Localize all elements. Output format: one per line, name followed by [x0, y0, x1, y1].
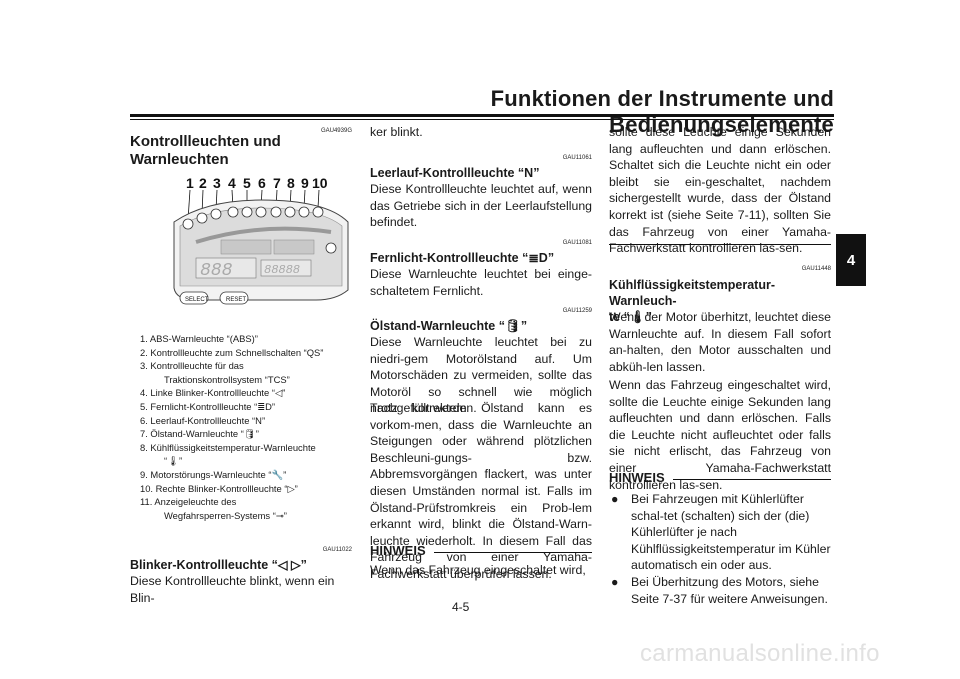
svg-text:88888: 88888	[264, 263, 300, 277]
hinweis-label: HINWEIS	[370, 543, 426, 558]
callout-number: 9	[301, 175, 309, 191]
hinweis-heading: HINWEIS	[609, 470, 831, 485]
instrument-cluster-figure: 1 2 3 4 5 6 7 8 9 10 11	[166, 170, 356, 320]
svg-text:888: 888	[200, 261, 233, 281]
select-button-label: SELECT	[185, 297, 209, 303]
callout-number: 4	[228, 175, 236, 191]
oelstand-heading: Ölstand-Warnleuchte “🛢”	[370, 319, 528, 333]
legend-item: 6. Leerlauf-Kontrollleuchte “N”	[140, 414, 266, 426]
section-title-line1: Kontrollleuchten und	[130, 133, 281, 150]
ref-code: GAU4939G	[320, 128, 352, 134]
legend-item: “🌡”	[164, 455, 183, 467]
oelstand-text-1: Diese Warnleuchte leuchtet bei zu niedri…	[370, 335, 592, 416]
hinweis-bullet-list: ● Bei Fahrzeugen mit Kühlerlüfter schal-…	[609, 491, 831, 607]
chapter-tab: 4	[836, 234, 866, 286]
legend-item: 1. ABS-Warnleuchte “(ABS)”	[140, 333, 258, 344]
legend-item: 10. Rechte Blinker-Kontrollleuchte “▷”	[140, 482, 298, 494]
blinker-text: Diese Kontrollleuchte blinkt, wenn ein B…	[130, 574, 335, 605]
legend-item: 4. Linke Blinker-Kontrollleuchte “◁”	[140, 387, 286, 399]
section-title: Kontrollleuchten und Warnleuchten	[130, 133, 281, 169]
legend-item: Wegfahrsperren-Systems “⊸”	[164, 509, 287, 521]
continued-text: ker blinkt.	[370, 125, 423, 139]
ref-code: GAU11448	[801, 266, 831, 272]
hinweis-text: Wenn das Fahrzeug eingeschaltet wird,	[370, 563, 586, 577]
callout-number: 5	[243, 175, 251, 191]
callout-number: 7	[273, 175, 281, 191]
callout-number: 6	[258, 175, 266, 191]
kuehl-heading-line1: Kühlflüssigkeitstemperatur-Warnleuch-	[609, 278, 776, 308]
hinweis-label: HINWEIS	[609, 470, 665, 485]
bullet-item: ● Bei Überhitzung des Motors, siehe Seit…	[609, 574, 831, 607]
legend-item: 2. Kontrollleuchte zum Schnellschalten “…	[140, 346, 324, 358]
section-title-line2: Warnleuchten	[130, 151, 229, 168]
oelstand-text-2: Trotz korrektem Ölstand kann es vorkom-m…	[370, 401, 592, 581]
leerlauf-heading: Leerlauf-Kontrollleuchte “N”	[370, 166, 540, 180]
header-rule	[130, 114, 834, 117]
ref-code: GAU11061	[562, 155, 592, 161]
kuehl-text-2: Wenn das Fahrzeug eingeschaltet wird, so…	[609, 378, 831, 492]
section-divider	[609, 244, 831, 245]
callout-number: 1	[186, 175, 194, 191]
figure-legend: 1. ABS-Warnleuchte “(ABS)” 2. Kontrollle…	[140, 332, 354, 522]
reset-button-label: RESET	[226, 297, 246, 303]
callout-number: 10	[312, 175, 328, 191]
hinweis-heading: HINWEIS	[370, 543, 592, 558]
fernlicht-text: Diese Warnleuchte leuchtet bei einge-sch…	[370, 267, 592, 298]
fernlicht-heading: Fernlicht-Kontrollleuchte “≣D”	[370, 251, 555, 265]
legend-item: Traktionskontrollsystem “TCS”	[164, 373, 290, 385]
callout-number: 2	[199, 175, 207, 191]
bullet-text: Bei Überhitzung des Motors, siehe Seite …	[631, 574, 828, 606]
bullet-dot-icon: ●	[611, 492, 619, 506]
kuehl-heading: Kühlflüssigkeitstemperatur-Warnleuch- te…	[609, 277, 839, 325]
watermark: carmanualsonline.info	[640, 640, 880, 667]
kuehl-text-1: Wenn der Motor überhitzt, leuchtet diese…	[609, 310, 831, 374]
ref-code: GAU11081	[562, 240, 592, 246]
legend-item: 8. Kühlflüssigkeitstemperatur-Warnleucht…	[140, 441, 316, 453]
legend-item: 11. Anzeigeleuchte des	[140, 496, 237, 508]
callout-number: 3	[213, 175, 221, 191]
legend-item: 9. Motorstörungs-Warnleuchte “🔧”	[140, 468, 287, 480]
legend-item: 3. Kontrollleuchte für das	[140, 360, 244, 372]
ref-code: GAU11022	[322, 547, 352, 553]
ref-code: GAU11259	[562, 308, 592, 314]
legend-item: 5. Fernlicht-Kontrollleuchte “≣D”	[140, 400, 275, 412]
legend-item: 7. Ölstand-Warnleuchte “🛢”	[140, 428, 259, 440]
bullet-dot-icon: ●	[611, 574, 619, 589]
instrument-cluster-drawing: 1 2 3 4 5 6 7 8 9 10 11	[173, 175, 349, 305]
blinker-heading: Blinker-Kontrollleuchte “◁ ▷”	[130, 558, 307, 572]
bullet-text: Bei Fahrzeugen mit Kühlerlüfter schal-te…	[631, 492, 831, 573]
bullet-item: ● Bei Fahrzeugen mit Kühlerlüfter schal-…	[609, 491, 831, 574]
page-number: 4-5	[452, 600, 470, 614]
header-rule-thin	[130, 119, 834, 120]
kuehl-heading-line2: te “🌡”	[609, 310, 652, 324]
leerlauf-text: Diese Kontrollleuchte leuchtet auf, wenn…	[370, 182, 592, 230]
callout-number: 8	[287, 175, 295, 191]
kontinuation-text: sollte diese Leuchte einige Sekunden lan…	[609, 125, 831, 256]
